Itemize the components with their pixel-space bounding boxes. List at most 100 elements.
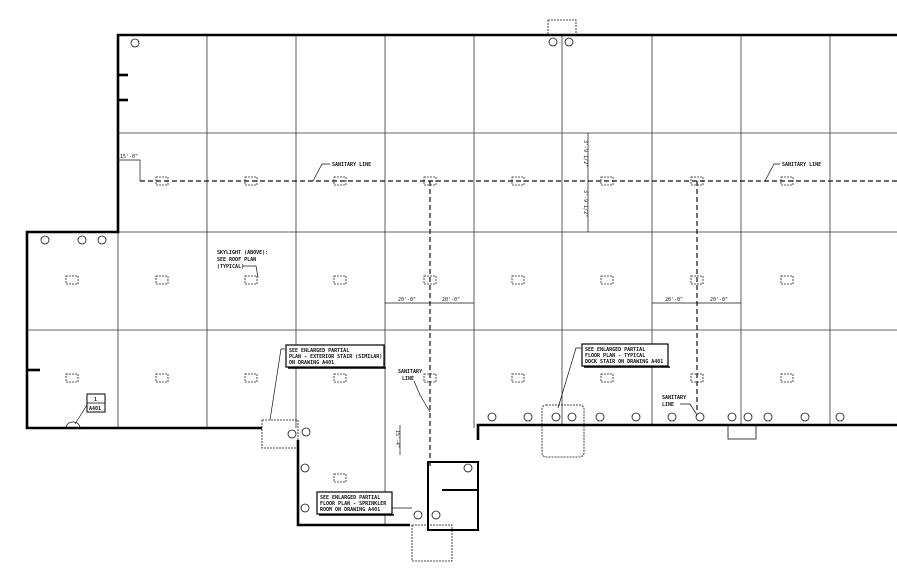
svg-text:A401: A401: [89, 406, 101, 412]
door-marker: [727, 412, 737, 422]
skylight: [244, 275, 258, 285]
door-marker: [595, 412, 605, 422]
sprinkler-room: [427, 461, 479, 531]
dim-bay-half: 20'-0": [665, 297, 683, 303]
skylight: [690, 373, 704, 383]
door-marker: [548, 37, 558, 47]
skylight: [600, 373, 614, 383]
svg-text:FLOOR PLAN - TYPICAL: FLOOR PLAN - TYPICAL: [585, 353, 645, 359]
skylight: [155, 176, 169, 186]
skylight: [423, 373, 437, 383]
skylight: [780, 176, 794, 186]
svg-text:ROOM ON DRAWING A401: ROOM ON DRAWING A401: [320, 507, 380, 513]
skylight: [511, 373, 525, 383]
skylight: [423, 275, 437, 285]
section-marker: 1 A401: [65, 393, 106, 429]
exterior-stair-note: SEE ENLARGED PARTIAL PLAN - EXTERIOR STA…: [269, 344, 386, 421]
skylight: [690, 176, 704, 186]
door-marker: [695, 412, 705, 422]
door-marker: [763, 412, 773, 422]
door-marker: [301, 427, 311, 437]
door-marker: [97, 235, 107, 245]
skylight: [333, 373, 347, 383]
right-bottom-wall: [476, 423, 897, 440]
skylight: [600, 275, 614, 285]
door-marker: [300, 463, 310, 473]
sanitary-lines: [140, 180, 897, 468]
lobby-outline: [296, 440, 410, 527]
door-marker: [631, 412, 641, 422]
door-marker: [667, 412, 677, 422]
skylight: [155, 275, 169, 285]
skylight: [600, 176, 614, 186]
dimensions: [118, 133, 741, 455]
building-outline: [25, 33, 897, 430]
door-marker: [800, 412, 810, 422]
door-marker: [743, 412, 753, 422]
skylight: [690, 275, 704, 285]
exterior-walls: [25, 33, 897, 531]
door-marker: [431, 510, 441, 520]
skylight: [780, 373, 794, 383]
dim-lobby: 15'-4": [394, 430, 400, 448]
door-marker: [77, 235, 87, 245]
dim-bay-half: 20'-0": [442, 297, 460, 303]
dim-left-offset: 15'-0": [120, 154, 138, 160]
skylight: [244, 373, 258, 383]
door-marker: [40, 235, 50, 245]
svg-text:DOCK STAIR ON DRAWING A401: DOCK STAIR ON DRAWING A401: [585, 359, 663, 365]
dim-bay-half: 20'-0": [398, 297, 416, 303]
door-marker: [835, 412, 845, 422]
svg-text:SANITARY: SANITARY: [662, 395, 686, 401]
skylights: [65, 176, 794, 483]
svg-text:SKYLIGHT (ABOVE):: SKYLIGHT (ABOVE):: [217, 250, 268, 256]
skylight: [333, 275, 347, 285]
dim-bay-half: 20'-0": [710, 297, 728, 303]
skylight-note: SKYLIGHT (ABOVE): SEE ROOF PLAN (TYPICAL…: [217, 250, 268, 278]
svg-text:SANITARY: SANITARY: [398, 369, 422, 375]
skylight: [511, 176, 525, 186]
skylight: [65, 373, 79, 383]
door-marker: [463, 463, 473, 473]
door-marker: [413, 510, 423, 520]
svg-text:SEE ENLARGED PARTIAL: SEE ENLARGED PARTIAL: [320, 495, 380, 501]
dim-vertical-half: 3'-9 1/2": [582, 140, 588, 167]
svg-text:LINE: LINE: [402, 376, 414, 382]
sanitary-line-label-1: SANITARY LINE: [312, 162, 371, 182]
svg-text:SANITARY LINE: SANITARY LINE: [782, 162, 821, 168]
dock-stair-note: SEE ENLARGED PARTIAL FLOOR PLAN - TYPICA…: [557, 343, 670, 409]
sanitary-line-label-3: SANITARY LINE: [398, 369, 431, 413]
door-marker: [551, 412, 561, 422]
dock-stair-2: [727, 424, 757, 440]
svg-text:SEE ENLARGED PARTIAL: SEE ENLARGED PARTIAL: [585, 347, 645, 353]
svg-text:LINE: LINE: [662, 402, 674, 408]
stairs: [261, 19, 757, 562]
door-marker: [567, 412, 577, 422]
door-marker: [487, 412, 497, 422]
skylight: [333, 473, 347, 483]
door-marker: [287, 429, 297, 439]
skylight: [333, 176, 347, 186]
skylight: [65, 275, 79, 285]
svg-text:FLOOR PLAN - SPRINKLER: FLOOR PLAN - SPRINKLER: [320, 501, 387, 507]
top-stair: [547, 19, 577, 36]
skylight: [511, 275, 525, 285]
svg-text:SANITARY LINE: SANITARY LINE: [332, 162, 371, 168]
svg-text:SEE ENLARGED PARTIAL: SEE ENLARGED PARTIAL: [289, 348, 349, 354]
column-grid: [27, 35, 897, 525]
svg-text:PLAN - EXTERIOR STAIR (SIMILAR: PLAN - EXTERIOR STAIR (SIMILAR): [289, 354, 382, 360]
svg-text:1: 1: [94, 397, 97, 403]
sanitary-line-label-2: SANITARY LINE: [764, 162, 821, 182]
sprinkler-stair: [411, 524, 453, 562]
sanitary-line-label-4: SANITARY LINE: [662, 395, 698, 416]
svg-text:ON DRAWING A401: ON DRAWING A401: [289, 360, 334, 366]
door-marker: [130, 38, 140, 48]
skylight: [244, 176, 258, 186]
door-markers: [40, 37, 845, 520]
exterior-stair: [261, 419, 299, 449]
door-marker: [523, 412, 533, 422]
skylight: [780, 275, 794, 285]
svg-text:(TYPICAL): (TYPICAL): [217, 264, 244, 270]
skylight: [155, 373, 169, 383]
